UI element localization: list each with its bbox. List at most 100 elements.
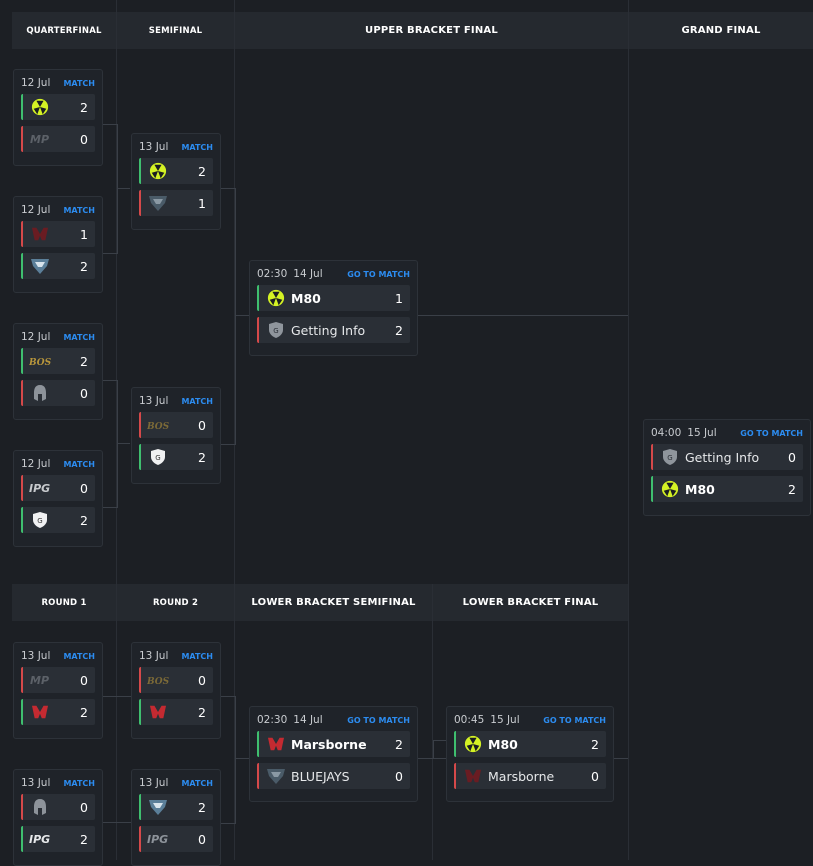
team-score: 2 bbox=[395, 322, 403, 338]
match-link[interactable]: MATCH bbox=[63, 651, 95, 661]
svg-text:G: G bbox=[273, 327, 278, 335]
match-link[interactable]: MATCH bbox=[181, 778, 213, 788]
match-time: 04:00 bbox=[651, 427, 682, 439]
team-name: M80 bbox=[488, 736, 518, 752]
getting-info-shield-icon: G bbox=[147, 446, 169, 468]
team-name: Marsborne bbox=[488, 768, 555, 784]
team-score: 2 bbox=[80, 99, 88, 115]
team-name: Marsborne bbox=[291, 736, 367, 752]
team-row[interactable]: 1 bbox=[21, 221, 95, 247]
team-score: 0 bbox=[80, 131, 88, 147]
team-row[interactable]: Marsborne 2 bbox=[257, 731, 410, 757]
team-row[interactable]: BOSS0 bbox=[139, 412, 213, 438]
m80-logo-icon bbox=[29, 96, 51, 118]
team-row[interactable]: 2 bbox=[21, 253, 95, 279]
team-score: 0 bbox=[198, 417, 206, 433]
match-time: 02:30 bbox=[257, 714, 288, 726]
match-date: 13 Jul bbox=[139, 395, 169, 407]
team-name: Getting Info bbox=[685, 449, 760, 465]
team-row[interactable]: 0 bbox=[21, 794, 95, 820]
team-row[interactable]: 2 bbox=[21, 699, 95, 725]
team-score: 2 bbox=[198, 799, 206, 815]
match-link[interactable]: MATCH bbox=[63, 205, 95, 215]
match-link[interactable]: MATCH bbox=[181, 651, 213, 661]
match-date: 12 Jul bbox=[21, 204, 51, 216]
column-divider bbox=[234, 0, 235, 860]
match-date: 13 Jul bbox=[21, 777, 51, 789]
match-link[interactable]: MATCH bbox=[181, 142, 213, 152]
bracket-connector bbox=[117, 188, 130, 189]
mp-logo-icon: MP bbox=[29, 669, 51, 691]
team-row[interactable]: 2 bbox=[139, 699, 213, 725]
match-date: 12 Jul bbox=[21, 77, 51, 89]
team-name: BLUEJAYS bbox=[291, 768, 350, 784]
ipg-logo-icon: IPG bbox=[29, 477, 51, 499]
bracket-connector bbox=[221, 188, 236, 445]
go-to-match-link[interactable]: GO TO MATCH bbox=[347, 269, 410, 279]
match-link[interactable]: MATCH bbox=[63, 78, 95, 88]
team-row[interactable]: BOSS0 bbox=[139, 667, 213, 693]
go-to-match-link[interactable]: GO TO MATCH bbox=[740, 428, 803, 438]
go-to-match-link[interactable]: GO TO MATCH bbox=[543, 715, 606, 725]
team-row[interactable]: MP 0 bbox=[21, 667, 95, 693]
team-score: 2 bbox=[80, 704, 88, 720]
team-score: 2 bbox=[198, 449, 206, 465]
team-row[interactable]: 0 bbox=[21, 380, 95, 406]
go-to-match-link[interactable]: GO TO MATCH bbox=[347, 715, 410, 725]
match-link[interactable]: MATCH bbox=[63, 778, 95, 788]
boss-logo-icon: BOSS bbox=[147, 669, 169, 691]
match-date: 14 Jul bbox=[293, 268, 323, 280]
match-card-quarterfinal-2[interactable]: 12 Jul MATCH 1 2 bbox=[13, 196, 103, 293]
svg-text:IPG: IPG bbox=[29, 833, 50, 846]
team-score: 0 bbox=[80, 672, 88, 688]
team-row[interactable]: 1 bbox=[139, 190, 213, 216]
marsborne-logo-icon bbox=[29, 223, 51, 245]
team-row[interactable]: 2 bbox=[139, 158, 213, 184]
match-link[interactable]: MATCH bbox=[63, 332, 95, 342]
team-score: 1 bbox=[198, 195, 206, 211]
team-row[interactable]: 2 bbox=[139, 794, 213, 820]
team-score: 2 bbox=[198, 704, 206, 720]
match-link[interactable]: MATCH bbox=[63, 459, 95, 469]
svg-text:MP: MP bbox=[30, 674, 49, 687]
bracket-connector bbox=[221, 696, 236, 824]
team-row[interactable]: BOSS2 bbox=[21, 348, 95, 374]
team-name: M80 bbox=[685, 481, 715, 497]
match-link[interactable]: MATCH bbox=[181, 396, 213, 406]
team-score: 2 bbox=[80, 512, 88, 528]
match-date: 12 Jul bbox=[21, 458, 51, 470]
marsborne-logo-icon bbox=[462, 765, 484, 787]
m80-logo-icon bbox=[462, 733, 484, 755]
team-row[interactable]: 2 bbox=[21, 94, 95, 120]
team-score: 1 bbox=[395, 290, 403, 306]
m80-logo-icon bbox=[659, 478, 681, 500]
team-score: 2 bbox=[198, 163, 206, 179]
team-score: 2 bbox=[395, 736, 403, 752]
